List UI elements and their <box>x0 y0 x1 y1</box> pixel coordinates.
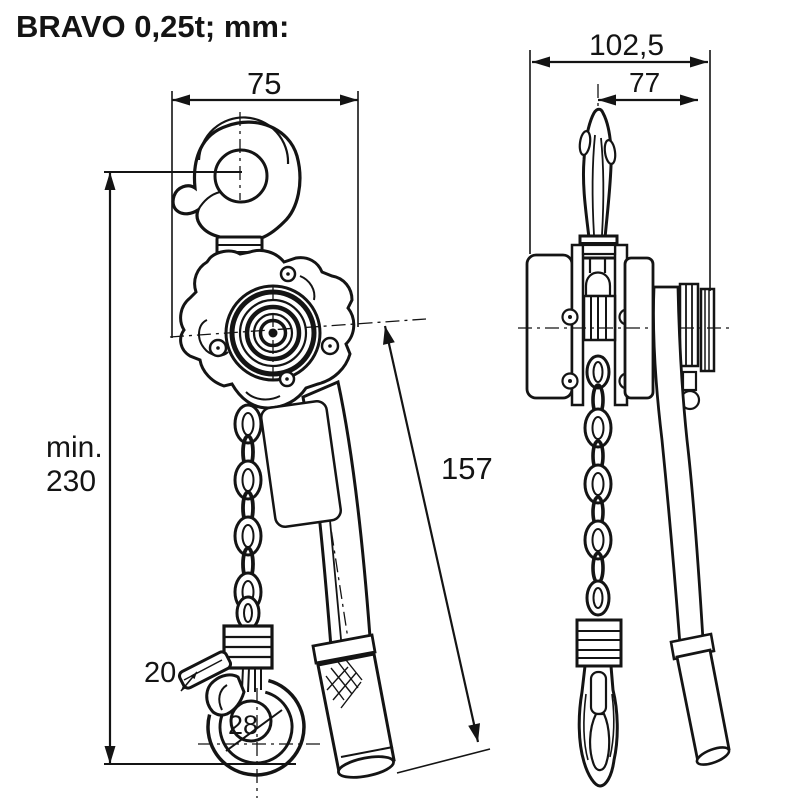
arrowhead <box>190 672 197 680</box>
front-body-housing <box>169 248 427 410</box>
side-top-bracket <box>581 243 617 256</box>
front-grip-end-cap <box>337 755 395 779</box>
arrowhead <box>104 746 116 764</box>
side-view <box>518 84 731 788</box>
arrowhead <box>181 683 188 691</box>
arrowhead <box>172 94 190 106</box>
dim-side-overall-width: 102,5 <box>529 29 711 291</box>
dim-label-min: min. <box>46 431 103 464</box>
front-grip-ferrule <box>311 633 377 665</box>
dim-front-top-width: 75 <box>171 66 359 338</box>
side-pawl-knob <box>679 370 701 411</box>
arrowhead <box>532 56 550 68</box>
dim-label-157: 157 <box>441 451 493 486</box>
side-shank-arch <box>584 271 612 298</box>
side-bottom-hook <box>577 664 619 788</box>
front-view <box>169 112 427 798</box>
front-hook-latch <box>177 650 233 690</box>
dim-label-102-5: 102,5 <box>589 29 664 62</box>
front-bottom-block <box>222 624 274 670</box>
arrowhead <box>598 94 616 106</box>
side-grip <box>675 648 731 764</box>
front-body-bolts <box>208 265 340 388</box>
dim-label-230: 230 <box>46 465 96 498</box>
side-handwheel <box>678 282 716 373</box>
front-bottom-hook <box>177 650 320 798</box>
front-lever <box>260 379 396 779</box>
front-body-centerline-h <box>169 318 427 338</box>
front-hook-eye <box>213 148 269 204</box>
side-gear-stack <box>582 294 617 342</box>
dim-min-height: min. 230 <box>46 171 296 765</box>
side-lever <box>652 285 731 766</box>
drawing-title: BRAVO 0,25t; mm: <box>16 9 289 44</box>
dim-latch-size: 20 <box>144 657 198 692</box>
side-grip-end-cap <box>695 746 731 766</box>
arrowhead <box>680 94 698 106</box>
side-top-hook <box>578 107 617 240</box>
front-load-chain <box>233 403 263 631</box>
side-body-housing <box>518 243 731 411</box>
side-bottom-block <box>575 618 623 668</box>
front-grip-knurling <box>325 659 363 709</box>
front-hook-throat <box>229 699 273 743</box>
dimensions: 75 102,5 77 min. 230 <box>46 29 711 774</box>
front-top-hook <box>171 112 302 250</box>
front-lever-label-plate <box>260 400 342 528</box>
dim-lever-length: 157 <box>383 325 493 774</box>
arrowhead <box>468 723 480 742</box>
dim-label-28: 28 <box>228 710 258 740</box>
dim-side-center-to-handwheel: 77 <box>598 67 698 106</box>
arrowhead <box>690 56 708 68</box>
front-swivel-fingers <box>241 667 262 693</box>
arrowhead <box>340 94 358 106</box>
side-load-chain <box>583 383 613 617</box>
dim-label-20: 20 <box>144 657 176 689</box>
arrowhead <box>104 172 116 190</box>
dim-hook-opening: 28 <box>225 709 283 752</box>
front-hook-tip <box>205 673 246 717</box>
dim-label-75: 75 <box>247 66 281 101</box>
dim-label-77: 77 <box>629 67 660 98</box>
arrowhead <box>383 326 395 345</box>
